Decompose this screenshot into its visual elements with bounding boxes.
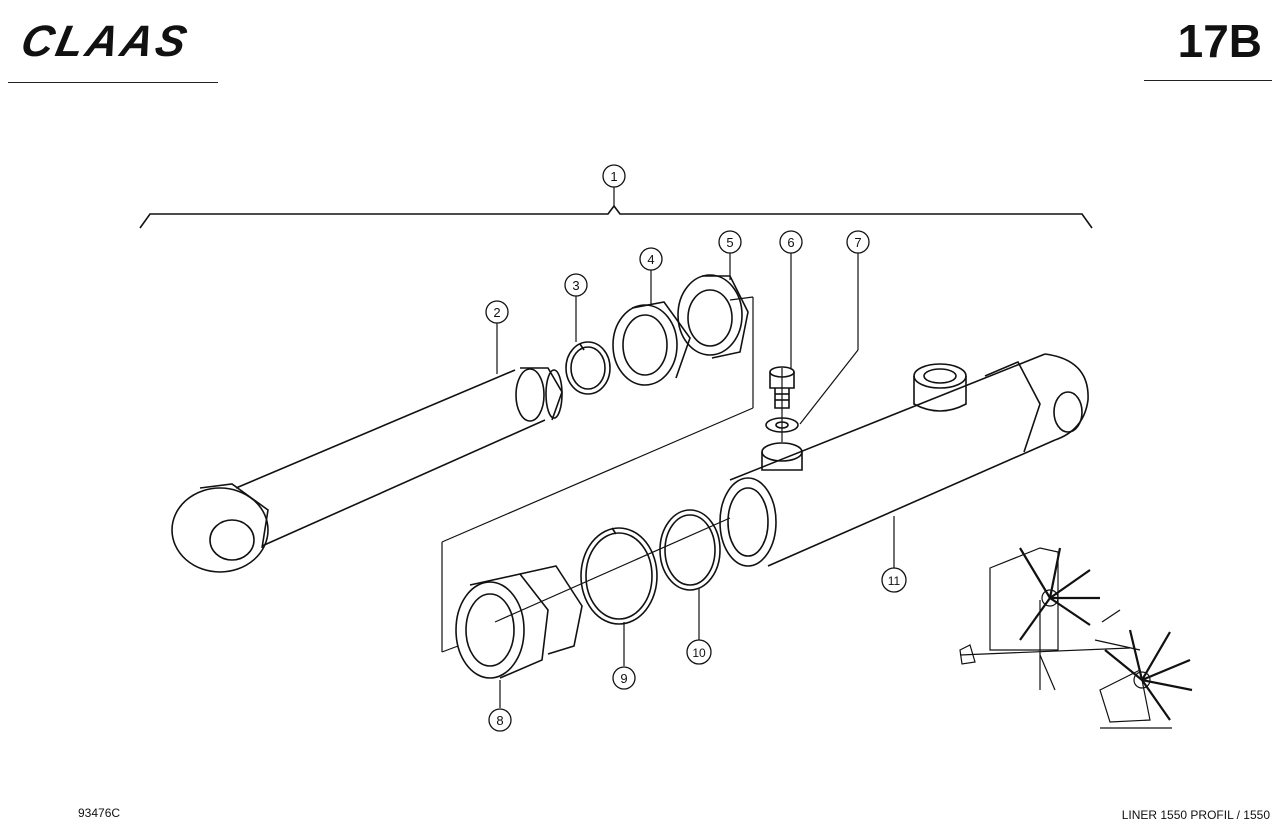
- header-rule-left: [8, 82, 218, 83]
- callout-4: 4: [639, 247, 663, 271]
- header-rule-right: [1144, 80, 1272, 81]
- callout-1: 1: [602, 164, 626, 188]
- backup-ring: [580, 527, 658, 625]
- machine-thumbnail: [959, 547, 1193, 729]
- callout-bubbles: 1 2 3 4 5 6 7 8 9 10 11: [485, 164, 907, 732]
- svg-text:7: 7: [854, 235, 861, 250]
- snap-ring: [565, 341, 611, 395]
- svg-text:4: 4: [647, 252, 654, 267]
- piston-rod: [171, 367, 563, 573]
- svg-text:1: 1: [610, 169, 617, 184]
- svg-text:8: 8: [496, 713, 503, 728]
- group-bracket: [139, 204, 1093, 229]
- o-ring: [659, 509, 721, 591]
- svg-text:10: 10: [692, 646, 706, 660]
- callout-11: 11: [881, 567, 907, 593]
- leader-lines: [496, 187, 895, 708]
- wiper-seal: [677, 274, 749, 359]
- bushing-ring: [612, 301, 691, 386]
- assembly-lines: [441, 296, 783, 653]
- svg-text:6: 6: [787, 235, 794, 250]
- callout-3: 3: [564, 273, 588, 297]
- model-label: LINER 1550 PROFIL / 1550: [1121, 808, 1270, 822]
- callout-7: 7: [846, 230, 870, 254]
- page-code: 17B: [1177, 15, 1262, 67]
- svg-text:2: 2: [493, 305, 500, 320]
- svg-text:9: 9: [620, 671, 627, 686]
- seal-washer: [765, 417, 799, 433]
- svg-text:11: 11: [888, 574, 901, 588]
- callout-8: 8: [488, 708, 512, 732]
- callout-10: 10: [686, 639, 712, 665]
- callout-9: 9: [612, 666, 636, 690]
- svg-text:3: 3: [572, 278, 579, 293]
- callout-2: 2: [485, 300, 509, 324]
- cylinder-barrel: [719, 353, 1089, 567]
- drawing-number: 93476C: [78, 806, 121, 820]
- svg-text:5: 5: [726, 235, 733, 250]
- bleed-screw: [769, 366, 795, 409]
- callout-5: 5: [718, 230, 742, 254]
- callout-6: 6: [779, 230, 803, 254]
- piston-gland: [455, 565, 583, 679]
